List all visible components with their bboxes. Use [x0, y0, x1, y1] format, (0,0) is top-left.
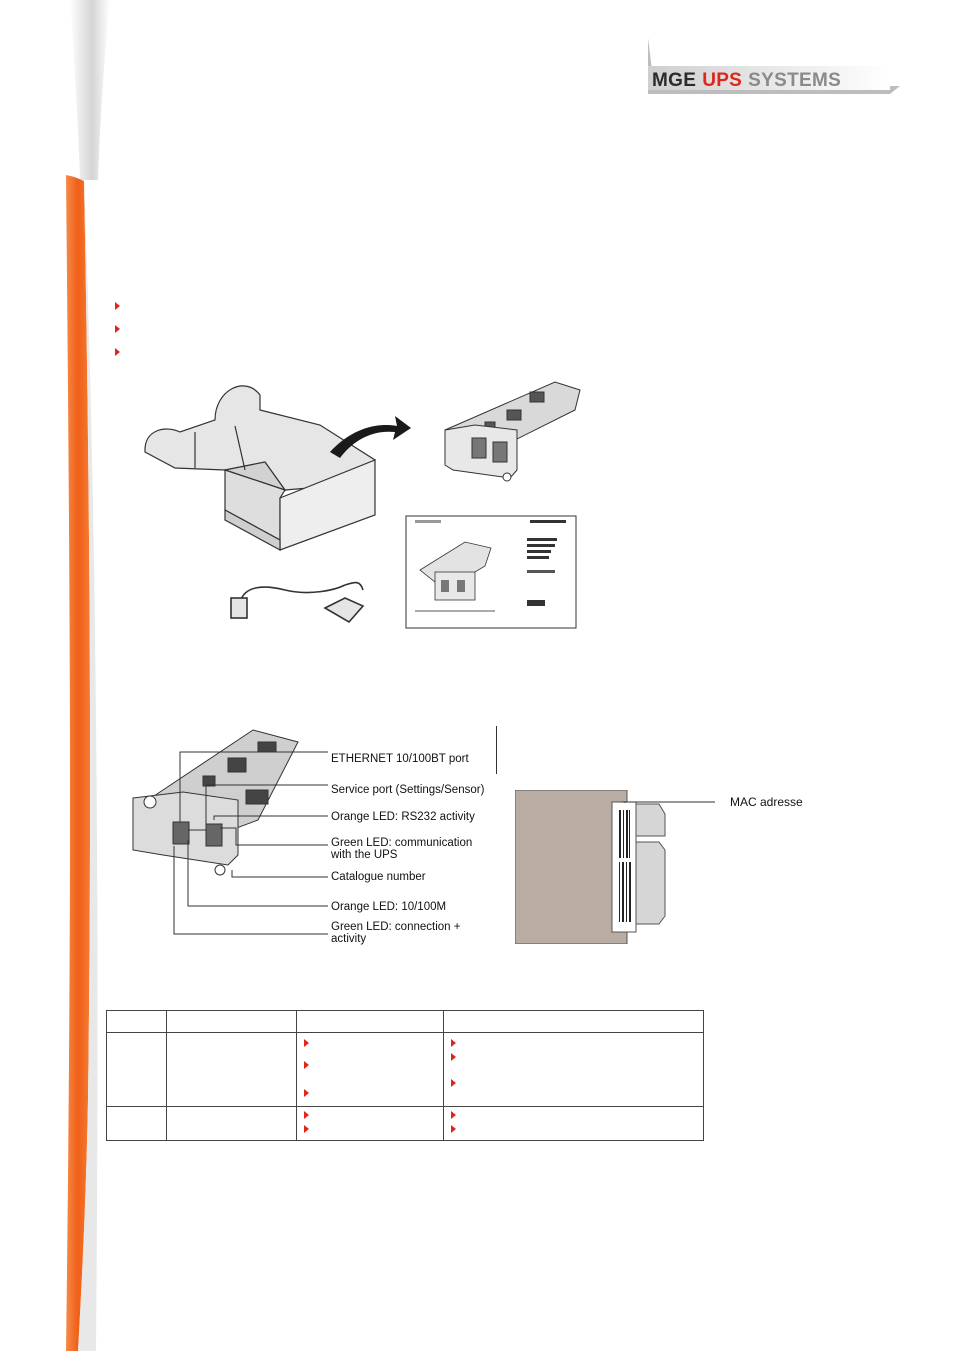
logo-word-ups: UPS — [702, 70, 743, 91]
list-bullet — [303, 1061, 309, 1069]
table-row — [106, 1106, 704, 1141]
specification-table — [106, 1010, 704, 1141]
left-decorative-band — [66, 0, 110, 1351]
list-bullet — [303, 1039, 309, 1047]
list-bullet — [451, 1039, 457, 1047]
list-bullet — [115, 325, 120, 333]
mac-label-figure — [515, 790, 715, 944]
logo-word-systems: SYSTEMS — [748, 70, 842, 91]
callout-green-led-connection-line2: activity — [331, 933, 367, 945]
arrow-icon — [330, 416, 411, 458]
table-row — [106, 1032, 704, 1107]
list-bullet — [303, 1125, 309, 1133]
figure-divider — [496, 726, 497, 774]
mac-address-label: MAC adresse — [730, 795, 803, 809]
list-bullet — [303, 1089, 309, 1097]
callout-orange-led-10-100m: Orange LED: 10/100M — [331, 901, 447, 913]
callout-orange-led-rs232: Orange LED: RS232 activity — [331, 811, 475, 823]
open-box-drawing — [144, 385, 377, 552]
callout-catalogue-number: Catalogue number — [331, 871, 426, 883]
list-bullet — [115, 302, 120, 310]
logo-background — [648, 38, 900, 94]
callout-green-led-communication: Green LED: communication — [331, 837, 473, 849]
callout-ethernet-port: ETHERNET 10/100BT port — [331, 753, 469, 765]
network-card-closeup — [132, 729, 328, 935]
installation-manual-drawing — [405, 515, 577, 629]
serial-cable-drawing — [230, 581, 365, 624]
callout-green-led-connection: Green LED: connection + — [331, 921, 461, 933]
list-bullet — [115, 348, 120, 356]
list-bullet — [451, 1079, 457, 1087]
network-card-drawing — [444, 381, 581, 482]
list-bullet — [451, 1053, 457, 1061]
card-callout-figure: ETHERNET 10/100BT port Service port (Set… — [128, 720, 508, 950]
callout-green-led-communication-line2: with the UPS — [331, 849, 398, 861]
list-bullet — [303, 1111, 309, 1119]
table-header-row — [106, 1010, 704, 1033]
logo-word-mge: MGE — [652, 70, 697, 91]
package-contents-illustration — [144, 381, 581, 629]
list-bullet — [451, 1125, 457, 1133]
list-bullet — [451, 1111, 457, 1119]
callout-service-port: Service port (Settings/Sensor) — [331, 784, 485, 796]
